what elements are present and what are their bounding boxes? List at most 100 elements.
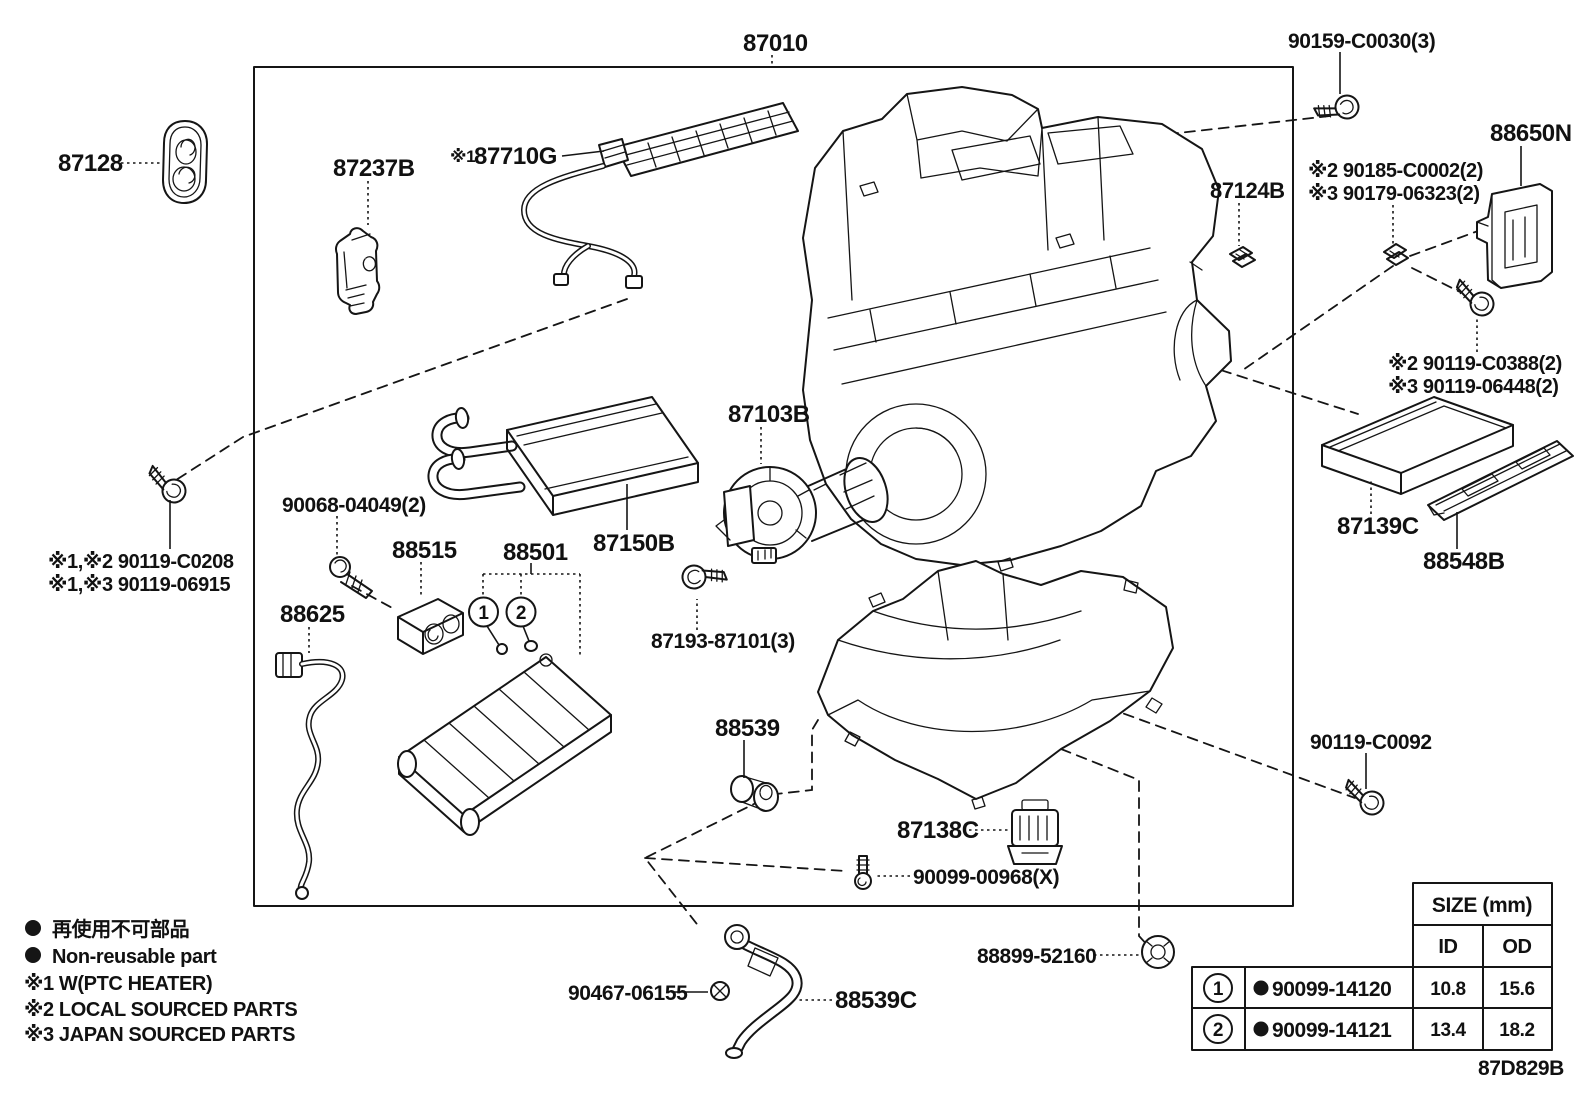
dash-duct-to-nut — [1060, 748, 1151, 949]
cabin-filter-87139c-drawing — [1321, 396, 1514, 495]
drain-hose-88539c-drawing — [724, 924, 803, 1059]
ptc-heater-87710g-drawing — [520, 102, 799, 289]
clip-90185-drawing — [1383, 243, 1409, 266]
size-table-part-1: 90099-14120 — [1272, 978, 1391, 1001]
non-reusable-bullet-icon — [1253, 1021, 1269, 1037]
part-label-90119-c0208: ※1,※2 90119-C0208 — [48, 551, 234, 573]
part-label-90185-c0002: ※2 90185-C0002(2) — [1308, 160, 1483, 182]
callout-ring-1-number: 1 — [478, 603, 489, 624]
size-table: SIZE (mm) ID OD 1 90099-14120 10.8 15.6 … — [1191, 882, 1553, 1051]
part-label-90179-06323: ※3 90179-06323(2) — [1308, 183, 1480, 205]
size-table-id-header: ID — [1438, 936, 1457, 958]
filter-cover-88548b-drawing — [1427, 440, 1574, 521]
callout-ring-2: 2 — [505, 596, 538, 652]
legend-note-3: ※3 JAPAN SOURCED PARTS — [24, 1024, 295, 1046]
bolt-90068-drawing — [329, 556, 373, 599]
part-label-90119-c0092: 90119-C0092 — [1310, 731, 1432, 754]
part-label-87710g: 87710G — [474, 143, 557, 170]
part-label-88625: 88625 — [280, 601, 345, 628]
size-table-ring-2: 2 — [1213, 1020, 1223, 1041]
blower-motor-87103b-drawing — [715, 457, 889, 564]
screw-90119-c0388-drawing — [1448, 277, 1499, 321]
nut-88899-drawing — [1141, 935, 1175, 969]
part-labels: 87010 90159-C0030(3) 87128 87237B ※1 877… — [48, 30, 1572, 1014]
dash-to-duct-screw — [644, 857, 846, 872]
dash-harness-to-screw — [175, 298, 628, 481]
part-label-87237b: 87237B — [333, 155, 415, 182]
dash-clip-to-screw — [1411, 267, 1461, 293]
evaporator-88501-drawing — [397, 653, 612, 836]
diagram-code: 87D829B — [1478, 1057, 1564, 1080]
non-reusable-bullet-icon — [25, 920, 41, 936]
size-table-od-1: 15.6 — [1499, 979, 1534, 1000]
part-label-88501: 88501 — [503, 539, 568, 566]
part-label-90467-06155: 90467-06155 — [568, 982, 688, 1005]
part-label-90159-c0030: 90159-C0030(3) — [1288, 30, 1435, 53]
part-label-90068-04049: 90068-04049(2) — [282, 494, 426, 517]
lower-duct-cover-drawing — [817, 557, 1174, 810]
non-reusable-bullet-icon — [1253, 980, 1269, 996]
part-label-88539: 88539 — [715, 715, 780, 742]
legend: 再使用不可部品 Non-reusable part ※1 W(PTC HEATE… — [24, 917, 298, 1046]
size-table-id-1: 10.8 — [1430, 979, 1465, 1000]
part-label-87193-87101: 87193-87101(3) — [651, 630, 795, 653]
part-label-90099-00968: 90099-00968(X) — [913, 866, 1059, 889]
screw-90119-c0092-drawing — [1338, 778, 1389, 820]
leader-88501-bracket — [482, 573, 581, 655]
part-label-87138c: 87138C — [897, 817, 979, 844]
figure-frame — [253, 66, 1294, 907]
dash-housing-to-filter — [1204, 364, 1359, 415]
part-label-87139c: 87139C — [1337, 513, 1419, 540]
part-label-88548b: 88548B — [1423, 548, 1505, 575]
dash-duct-to-screw — [1091, 701, 1356, 799]
size-table-part-2: 90099-14121 — [1272, 1019, 1392, 1042]
screw-87193-drawing — [678, 556, 729, 593]
part-label-87150b: 87150B — [593, 530, 675, 557]
screw-90159-drawing — [1312, 90, 1363, 131]
dash-clip-to-housing — [1239, 265, 1394, 373]
size-table-row: 1 90099-14120 10.8 15.6 — [1203, 973, 1535, 1003]
part-label-88650n: 88650N — [1490, 120, 1572, 147]
part-label-87710g-prefix: ※1 — [450, 147, 475, 166]
part-label-87103b: 87103B — [728, 401, 810, 428]
part-label-90119-c0388: ※2 90119-C0388(2) — [1388, 353, 1562, 375]
size-table-id-2: 13.4 — [1430, 1020, 1466, 1041]
bracket-87237b-drawing — [335, 227, 381, 315]
clip-90467-drawing — [710, 981, 730, 1001]
heater-core-87150b-drawing — [427, 396, 699, 516]
legend-note-2: ※2 LOCAL SOURCED PARTS — [24, 999, 297, 1021]
callout-ring-2-number: 2 — [516, 603, 526, 624]
size-table-od-2: 18.2 — [1499, 1020, 1534, 1041]
part-label-87010: 87010 — [743, 30, 808, 57]
legend-note-1: ※1 W(PTC HEATER) — [24, 973, 212, 995]
part-label-87128: 87128 — [58, 150, 123, 177]
grommet-87128-drawing — [162, 120, 208, 204]
non-reusable-bullet-icon — [25, 947, 41, 963]
dash-duct-to-clamp — [775, 719, 819, 795]
dash-clamp-to-hose — [643, 799, 763, 929]
part-label-90119-06915: ※1,※3 90119-06915 — [48, 574, 231, 596]
clamp-88539-drawing — [730, 775, 779, 812]
hvac-housing-drawing — [802, 86, 1232, 566]
wire-harness-88625-drawing — [275, 652, 346, 900]
screw-90119-c0208-drawing — [140, 464, 191, 508]
dash-clip-to-amplifier — [1409, 227, 1487, 257]
size-table-row: 2 90099-14121 13.4 18.2 — [1203, 1014, 1535, 1044]
callout-ring-1: 1 — [468, 596, 508, 655]
part-label-90119-06448: ※3 90119-06448(2) — [1388, 376, 1559, 398]
legend-non-reusable-jp: 再使用不可部品 — [52, 917, 189, 941]
size-table-ring-1: 1 — [1213, 979, 1224, 1000]
size-table-od-header: OD — [1502, 936, 1531, 958]
screw-90099-drawing — [854, 855, 872, 890]
expansion-valve-88515-drawing — [397, 598, 464, 655]
part-label-88515: 88515 — [392, 537, 457, 564]
clip-87124b-drawing — [1229, 246, 1256, 268]
leader-lines — [121, 52, 1522, 1001]
legend-non-reusable-en: Non-reusable part — [52, 946, 217, 968]
leader-87710g — [561, 150, 605, 157]
resistor-87138c-drawing — [1007, 799, 1063, 865]
part-label-88539c: 88539C — [835, 987, 917, 1014]
part-label-88899-52160: 88899-52160 — [977, 945, 1096, 968]
